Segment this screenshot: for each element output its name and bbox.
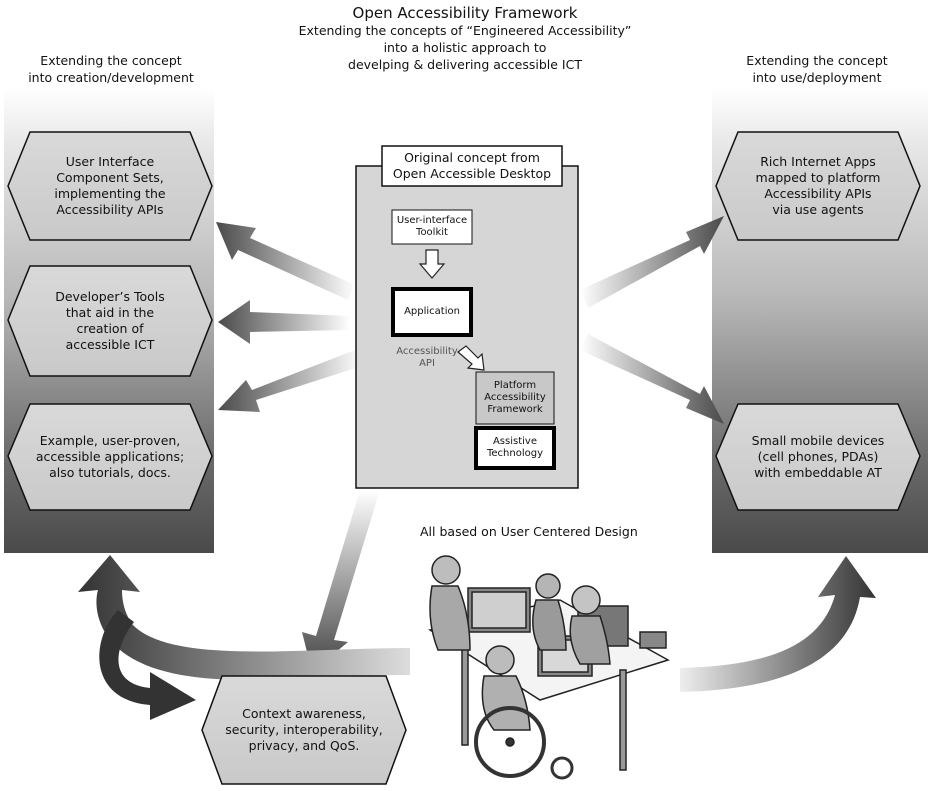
toolkit-line: Toolkit — [416, 227, 448, 238]
hex-line: (cell phones, PDAs) — [757, 449, 879, 464]
hex-line: creation of — [76, 321, 144, 336]
center-panel-label-box — [381, 145, 563, 187]
hex-line: accessible ICT — [65, 337, 155, 352]
hex-line: mapped to platform — [755, 170, 881, 185]
toolkit-box — [391, 209, 473, 245]
hex-context-awareness — [201, 675, 407, 785]
hex-line: Component Sets, — [56, 170, 164, 185]
api-label: Accessibility API — [392, 346, 462, 370]
hex-line: Context awareness, — [242, 706, 366, 721]
hex-rich-internet-apps — [715, 131, 921, 241]
application-box — [391, 287, 473, 337]
toolkit-line: User-interface — [396, 215, 468, 226]
hex-line: Developer’s Tools — [55, 289, 165, 304]
api-to-platform-arrow — [457, 345, 485, 371]
platform-line: Framework — [487, 404, 543, 415]
hex-line: User Interface — [65, 154, 155, 169]
left-column-heading: Extending the concept into creation/deve… — [6, 52, 216, 86]
api-line: API — [419, 358, 435, 369]
diagram-title: Open Accessibility Framework — [352, 4, 578, 22]
hex-example-apps — [7, 403, 213, 511]
arrows-to-right-column — [580, 216, 724, 424]
assistive-technology-label: Assistive Technology — [476, 428, 554, 468]
platform-framework-box — [475, 371, 555, 425]
hex-developer-tools — [7, 265, 213, 377]
hex-line: Example, user-proven, — [39, 433, 181, 448]
subtitle-line: Extending the concepts of “Engineered Ac… — [298, 23, 632, 38]
ucd-label: All based on User Centered Design — [420, 524, 638, 539]
developer-tools-text: Developer’s Tools that aid in the creati… — [20, 266, 200, 376]
platform-line: Accessibility — [484, 392, 546, 403]
api-line: Accessibility — [396, 346, 458, 357]
people-at-workstations-illustration — [428, 555, 670, 780]
hex-mobile-devices — [715, 403, 921, 511]
heading-line: into use/deployment — [752, 70, 882, 85]
platform-framework-label: Platform Accessibility Framework — [476, 372, 554, 424]
context-awareness-text: Context awareness, security, interoperab… — [210, 676, 398, 784]
curve-arrow-to-right-column — [680, 556, 876, 692]
heading-line: Extending the concept — [40, 53, 182, 68]
curve-arrow-to-context — [99, 610, 196, 720]
heading-line: Extending the concept — [746, 53, 888, 68]
label-line: Open Accessible Desktop — [392, 166, 552, 181]
toolkit-to-app-arrow — [418, 249, 446, 279]
assistive-technology-box — [474, 426, 556, 470]
hex-line: Small mobile devices — [751, 433, 885, 448]
label-line: Original concept from — [404, 150, 540, 165]
mobile-devices-text: Small mobile devices (cell phones, PDAs)… — [728, 404, 908, 510]
subtitle-line: into a holistic approach to — [383, 40, 547, 55]
center-panel-label: Original concept from Open Accessible De… — [382, 146, 562, 186]
example-apps-text: Example, user-proven, accessible applica… — [16, 404, 204, 510]
heading-line: into creation/development — [28, 70, 194, 85]
hex-line: security, interoperability, — [225, 722, 383, 737]
rich-internet-apps-text: Rich Internet Apps mapped to platform Ac… — [728, 132, 908, 240]
diagram-subtitle: Extending the concepts of “Engineered Ac… — [280, 22, 650, 73]
toolkit-label: User-interface Toolkit — [392, 210, 472, 244]
platform-line: Platform — [493, 380, 537, 391]
hex-line: accessible applications; — [35, 449, 185, 464]
hex-line: Rich Internet Apps — [760, 154, 876, 169]
application-label: Application — [404, 306, 460, 317]
hex-ui-components — [7, 131, 213, 241]
right-column-heading: Extending the concept into use/deploymen… — [712, 52, 922, 86]
hex-line: also tutorials, docs. — [49, 465, 171, 480]
subtitle-line: develping & delivering accessible ICT — [348, 57, 582, 72]
hex-line: that aid in the — [65, 305, 155, 320]
arrow-down-to-context — [302, 490, 380, 672]
hex-line: with embeddable AT — [754, 465, 882, 480]
assistive-line: Assistive — [492, 436, 537, 447]
hex-line: implementing the — [54, 186, 166, 201]
hex-line: Accessibility APIs — [764, 186, 872, 201]
ui-components-text: User Interface Component Sets, implement… — [20, 132, 200, 240]
hex-line: Accessibility APIs — [56, 202, 164, 217]
arrows-to-left-column — [216, 222, 362, 412]
hex-line: privacy, and QoS. — [248, 738, 360, 753]
hex-line: via use agents — [772, 202, 864, 217]
assistive-line: Technology — [486, 448, 543, 459]
curve-arrow-to-left-column — [78, 555, 410, 681]
